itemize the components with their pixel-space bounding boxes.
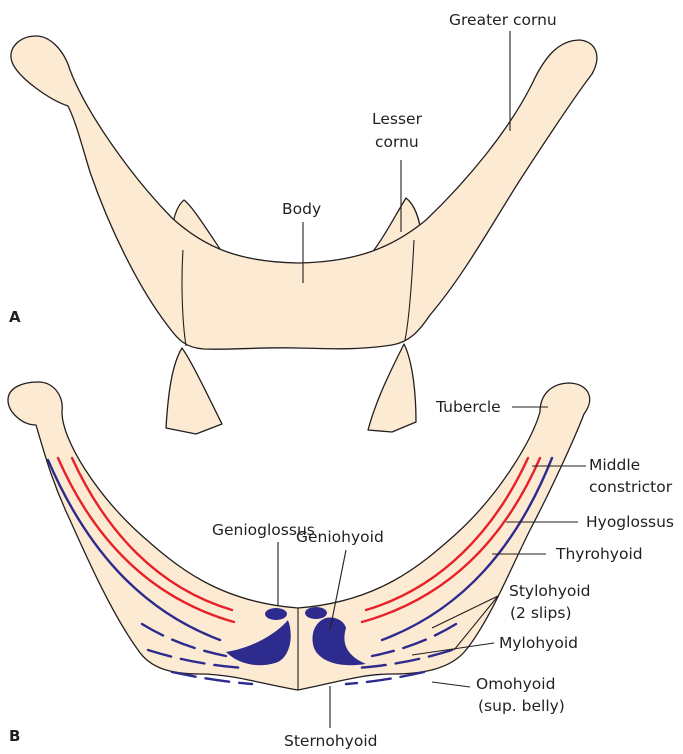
- label-middle-constrictor-line1: Middle: [589, 456, 640, 474]
- label-stylohyoid-line2: (2 slips): [510, 604, 572, 622]
- label-geniohyoid: Geniohyoid: [296, 528, 384, 546]
- hyoid-bone-a: [11, 36, 597, 349]
- panel-b: Tubercle Middle constrictor Hyoglossus T…: [8, 344, 674, 750]
- label-sternohyoid: Sternohyoid: [284, 732, 377, 750]
- label-body: Body: [282, 200, 321, 218]
- label-greater-cornu: Greater cornu: [449, 11, 557, 29]
- panel-letter-b: B: [9, 727, 20, 745]
- leader-omohyoid: [432, 682, 470, 687]
- label-stylohyoid-line1: Stylohyoid: [509, 582, 591, 600]
- label-thyrohyoid: Thyrohyoid: [555, 545, 643, 563]
- label-mylohyoid: Mylohyoid: [499, 634, 578, 652]
- label-hyoglossus: Hyoglossus: [586, 513, 674, 531]
- label-lesser-cornu-line1: Lesser: [372, 110, 423, 128]
- label-omohyoid-line2: (sup. belly): [478, 697, 565, 715]
- genioglossus-attachment-right: [305, 607, 327, 619]
- label-middle-constrictor-line2: constrictor: [589, 478, 673, 496]
- label-tubercle: Tubercle: [435, 398, 501, 416]
- lesser-cornu-left-b: [166, 348, 222, 434]
- panel-letter-a: A: [9, 308, 21, 326]
- label-lesser-cornu-line2: cornu: [375, 133, 419, 151]
- genioglossus-attachment-left: [265, 608, 287, 620]
- panel-a: Greater cornu Lesser cornu Body A: [9, 11, 597, 349]
- label-omohyoid-line1: Omohyoid: [476, 675, 555, 693]
- lesser-cornu-right-b: [368, 344, 416, 432]
